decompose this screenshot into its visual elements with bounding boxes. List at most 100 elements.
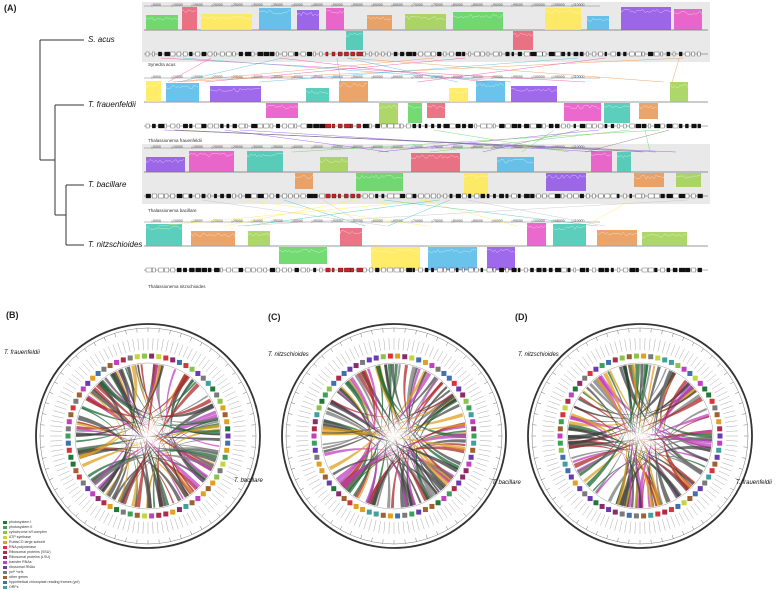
gene-box bbox=[563, 405, 568, 410]
gene-annotation-track bbox=[144, 268, 708, 272]
gene-box bbox=[67, 448, 72, 453]
legend-swatch bbox=[3, 536, 7, 539]
ruler-tick-label: 5000 bbox=[153, 3, 161, 7]
lcb-block bbox=[639, 103, 658, 119]
gene-annotation-track bbox=[144, 194, 708, 198]
gene-box bbox=[206, 486, 211, 491]
gene-box bbox=[702, 386, 707, 391]
ruler-tick-label: 85000 bbox=[473, 3, 483, 7]
gene-box bbox=[319, 399, 324, 404]
lcb-block bbox=[339, 81, 368, 102]
gene-box bbox=[588, 496, 593, 501]
legend-swatch bbox=[3, 546, 7, 549]
circos-d-bottom-label: T. frauenfeldii bbox=[736, 480, 772, 486]
gene-box bbox=[416, 357, 421, 362]
lcb-block bbox=[320, 157, 348, 172]
gene-box bbox=[577, 381, 582, 386]
lcb-block bbox=[146, 224, 182, 246]
lcb-block bbox=[408, 103, 422, 123]
legend-item: ORFs bbox=[3, 585, 80, 590]
gene-box bbox=[177, 360, 182, 365]
gene-box bbox=[634, 354, 639, 359]
lcb-block bbox=[356, 173, 403, 191]
gene-box bbox=[641, 354, 646, 359]
ruler-tick-label: 40000 bbox=[293, 3, 303, 7]
gene-box bbox=[558, 426, 563, 431]
ruler-tick-label: 80000 bbox=[453, 3, 463, 7]
lcb-block bbox=[295, 173, 313, 189]
ruler-tick-label: 40000 bbox=[293, 145, 303, 149]
lcb-block bbox=[379, 103, 398, 125]
lcb-block bbox=[405, 14, 446, 30]
legend-swatch bbox=[3, 526, 7, 529]
gene-box bbox=[627, 354, 632, 359]
gene-box bbox=[336, 491, 341, 496]
gene-box bbox=[195, 371, 200, 376]
gene-box bbox=[706, 475, 711, 480]
gene-box bbox=[374, 511, 379, 516]
gene-box bbox=[409, 511, 414, 516]
gene-box bbox=[323, 392, 328, 397]
gene-box bbox=[108, 363, 113, 368]
genome-label-1: Synedra acus bbox=[148, 62, 176, 67]
lcb-block bbox=[326, 8, 344, 30]
lcb-block bbox=[201, 14, 252, 30]
ruler-tick-label: 30000 bbox=[253, 3, 263, 7]
circos-c-top-label: T. nitzschioides bbox=[268, 352, 309, 358]
ruler-tick-label: 20000 bbox=[213, 145, 223, 149]
gene-box bbox=[195, 496, 200, 501]
gene-box bbox=[569, 392, 574, 397]
lcb-block bbox=[487, 247, 515, 270]
gene-box bbox=[66, 434, 71, 439]
gene-box bbox=[402, 513, 407, 518]
gene-box bbox=[66, 441, 71, 446]
gene-box bbox=[90, 376, 95, 381]
gene-box bbox=[128, 356, 133, 361]
gene-box bbox=[210, 481, 215, 486]
ruler-tick-label: 100000 bbox=[533, 3, 545, 7]
gene-box bbox=[460, 475, 465, 480]
gene-box bbox=[388, 513, 393, 518]
gene-box bbox=[687, 371, 692, 376]
gene-box bbox=[456, 386, 461, 391]
gene-box bbox=[163, 356, 168, 361]
gene-box bbox=[68, 412, 73, 417]
gene-box bbox=[717, 426, 722, 431]
gene-box bbox=[662, 510, 667, 515]
gene-box bbox=[563, 462, 568, 467]
gene-box bbox=[354, 363, 359, 368]
ruler-tick-label: 60000 bbox=[373, 75, 383, 79]
gene-box bbox=[142, 513, 147, 518]
gene-box bbox=[712, 405, 717, 410]
ruler-tick-label: 5000 bbox=[153, 75, 161, 79]
lcb-block bbox=[513, 31, 533, 50]
ruler-tick-label: 95000 bbox=[513, 3, 523, 7]
gene-box bbox=[367, 510, 372, 515]
gene-box bbox=[702, 481, 707, 486]
lcb-block bbox=[411, 153, 460, 172]
gene-box bbox=[559, 419, 564, 424]
lcb-block bbox=[476, 81, 505, 102]
gene-box bbox=[706, 392, 711, 397]
gene-box bbox=[675, 504, 680, 509]
ruler-tick-label: 55000 bbox=[353, 3, 363, 7]
gene-box bbox=[114, 360, 119, 365]
gene-box bbox=[600, 363, 605, 368]
legend-swatch bbox=[3, 556, 7, 559]
gene-box bbox=[73, 399, 78, 404]
lcb-block bbox=[597, 230, 637, 246]
gene-box bbox=[648, 513, 653, 518]
gene-box bbox=[634, 513, 639, 518]
gene-box bbox=[347, 367, 352, 372]
gene-box bbox=[381, 513, 386, 518]
gene-box bbox=[156, 513, 161, 518]
taxon-label-t-frauenfeldii: T. frauenfeldii bbox=[88, 100, 136, 109]
gene-box bbox=[135, 354, 140, 359]
legend-swatch bbox=[3, 561, 7, 564]
gene-box bbox=[342, 496, 347, 501]
gene-box bbox=[565, 468, 570, 473]
lcb-block bbox=[587, 16, 609, 30]
gene-box bbox=[312, 434, 317, 439]
gene-box bbox=[214, 392, 219, 397]
gene-box bbox=[715, 455, 720, 460]
